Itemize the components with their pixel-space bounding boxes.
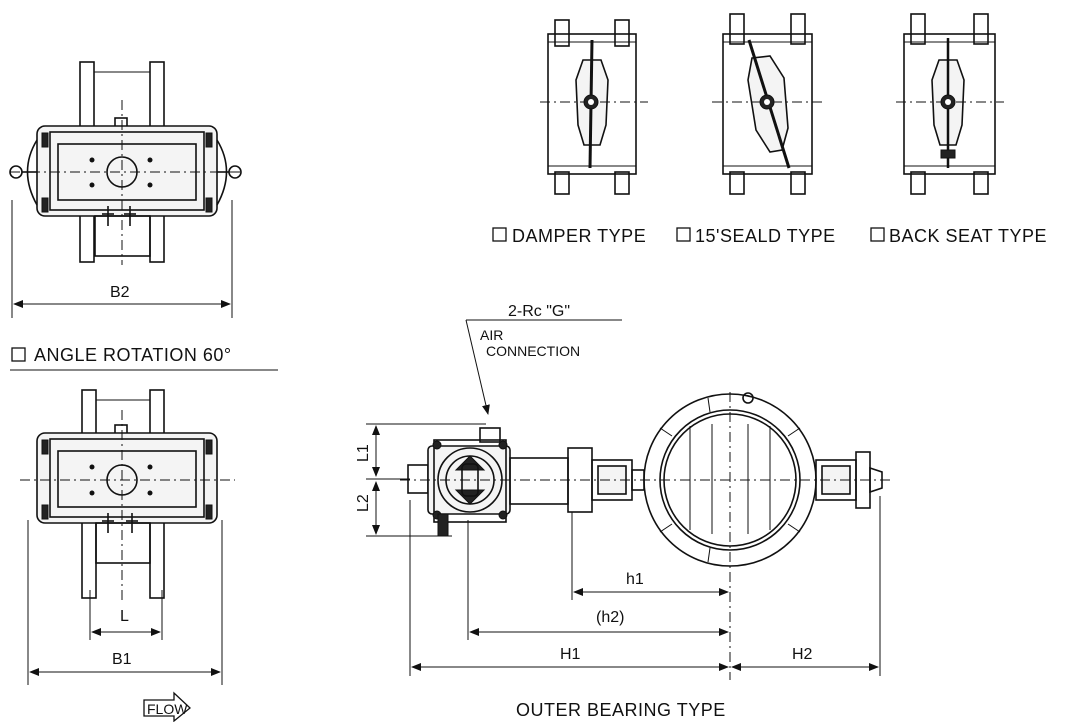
actuator-top-view-b1 [20,389,235,685]
dimension-H1: H1 [560,646,581,663]
dimension-b1: B1 [112,651,132,668]
air-connection-line1: AIR [480,327,503,343]
air-port-label: 2-Rc "G" [508,303,570,320]
sealed-15-type-label: 15'SEALD TYPE [695,226,836,246]
outer-bearing-caption: OUTER BEARING TYPE [516,700,726,720]
valve-assembly-elevation [366,392,890,680]
angle-rotation-label: ANGLE ROTATION 60° [34,345,232,365]
damper-type-label: DAMPER TYPE [512,226,646,246]
damper-type-section [540,19,648,195]
actuator-top-view-b2 [9,61,242,318]
sealed-15-type-checkbox [676,227,691,242]
damper-type-checkbox [492,227,507,242]
sealed-15-type-section [712,13,824,195]
dimension-h1-lower: h1 [626,571,644,588]
dimension-l: L [120,608,129,625]
dimension-l2: L2 [355,494,372,512]
dimension-b2: B2 [110,284,130,301]
angle-rotation-checkbox [11,347,26,362]
flow-arrow-icon [143,691,191,722]
back-seat-type-section [896,13,1004,195]
dimension-H2: H2 [792,646,813,663]
dimension-h2-lower: (h2) [596,609,624,626]
air-connection-line2: CONNECTION [486,343,580,359]
flow-label: FLOW [147,701,188,717]
back-seat-type-checkbox [870,227,885,242]
dimension-l1: L1 [355,444,372,462]
back-seat-type-label: BACK SEAT TYPE [889,226,1047,246]
